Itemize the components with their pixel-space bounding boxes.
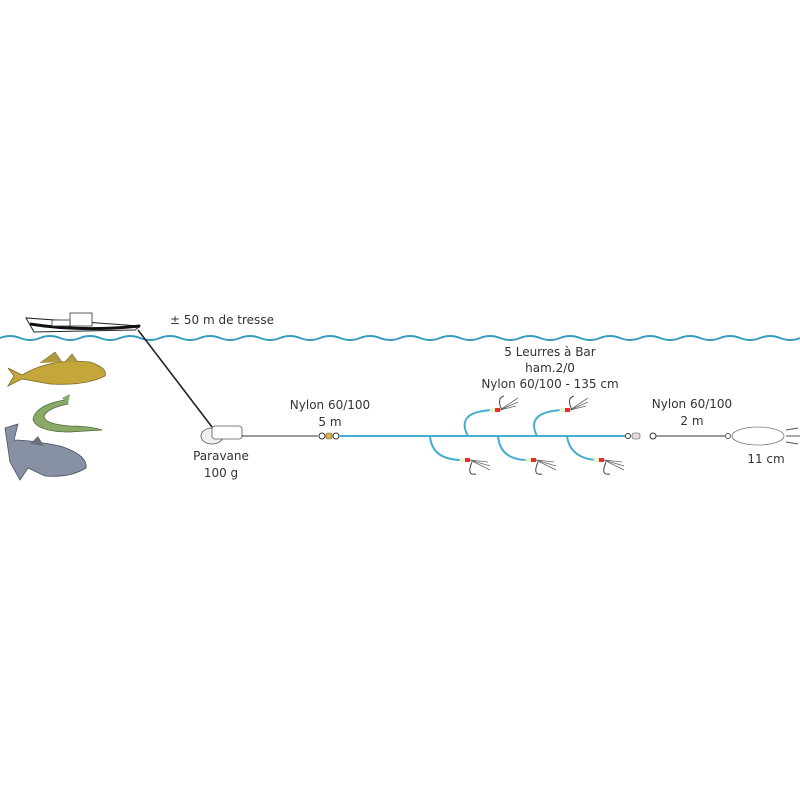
paravane-label: Paravane — [193, 449, 249, 463]
lure-icon — [459, 457, 491, 475]
end-nylon-label: Nylon 60/100 — [652, 397, 732, 411]
braid-label: ± 50 m de tresse — [170, 313, 274, 327]
swivel-icon — [318, 432, 340, 440]
main-nylon-label: Nylon 60/100 — [290, 398, 370, 412]
pollock-fish-icon — [6, 351, 106, 387]
lure-icon — [525, 457, 557, 475]
spoon-length: 11 cm — [747, 452, 784, 466]
paravane-icon — [200, 425, 243, 445]
lure-icon — [489, 395, 519, 413]
lures-label-count: 5 Leurres à Bar — [504, 345, 596, 359]
main-nylon-length: 5 m — [318, 415, 341, 429]
spoon-lure-icon — [725, 426, 800, 446]
end-nylon-length: 2 m — [680, 414, 703, 428]
end-swivel-icon — [625, 432, 657, 440]
lures-label-nylon: Nylon 60/100 - 135 cm — [481, 377, 618, 391]
paravane-weight: 100 g — [204, 466, 238, 480]
water-surface — [0, 335, 800, 341]
lure-leader — [339, 409, 625, 461]
lures-label-hook: ham.2/0 — [525, 361, 575, 375]
lure-icon — [593, 457, 625, 475]
garfish-icon — [32, 394, 103, 433]
boat-icon — [25, 312, 142, 333]
lure-icon — [559, 395, 589, 413]
lure-hooks — [459, 395, 625, 475]
seabass-fish-icon — [4, 423, 87, 481]
braid-line — [137, 329, 213, 428]
